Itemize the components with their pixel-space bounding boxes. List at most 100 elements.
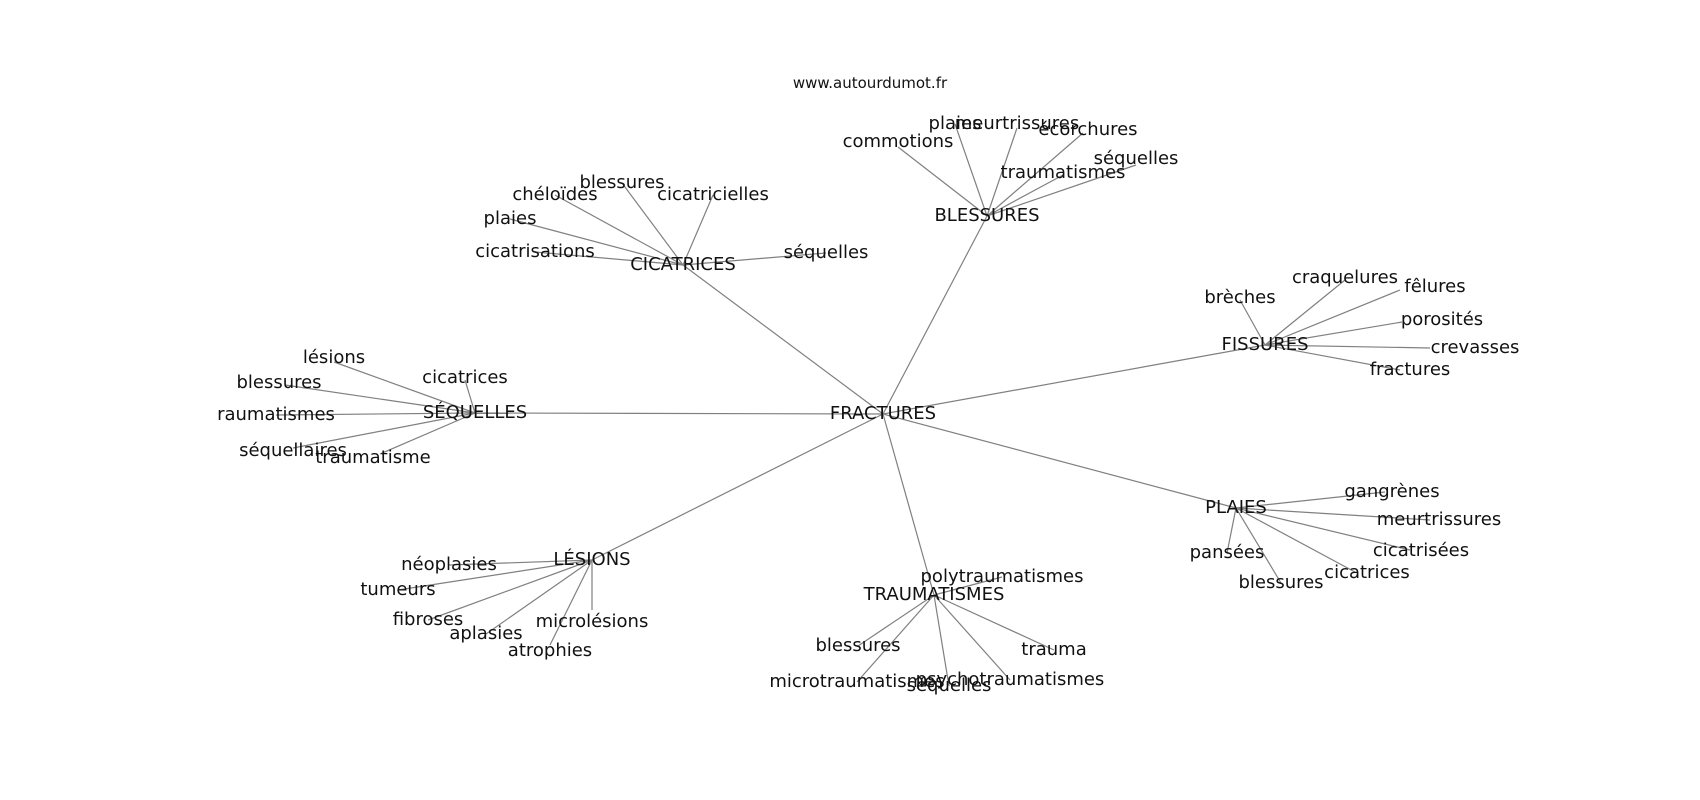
- edge-traumatismes-group-child: [857, 594, 935, 647]
- edge-center-to-blessures-group: [882, 215, 988, 415]
- edge-plaies-group-child: [1235, 507, 1356, 573]
- edge-center-to-fissures-group: [882, 344, 1266, 415]
- edge-sequelles-group-child: [284, 384, 476, 414]
- word-node: cicatrisations: [475, 241, 595, 262]
- word-node: meurtrissures: [1377, 509, 1502, 530]
- word-node: psychotraumatismes: [916, 669, 1105, 690]
- word-node: blessures: [236, 372, 321, 393]
- edge-lesions-group-child: [549, 559, 593, 646]
- word-node: fibroses: [393, 609, 464, 630]
- edge-center-to-cicatrices-group: [682, 264, 884, 415]
- edge-sequelles-group-child: [292, 412, 476, 449]
- edge-plaies-group-child: [1235, 491, 1386, 509]
- edge-cicatrices-group-child: [509, 218, 684, 266]
- edge-fissures-group-child: [1264, 289, 1401, 346]
- word-node: blessures: [1238, 572, 1323, 593]
- word-node: meurtrissures: [955, 113, 1080, 134]
- word-node: aplasies: [449, 623, 522, 644]
- edge-traumatismes-group-child: [933, 594, 1011, 681]
- word-node: commotions: [843, 131, 954, 152]
- edge-blessures-group-child: [986, 127, 1018, 217]
- word-node: séquelles: [907, 675, 992, 696]
- source-site-label: www.autourdumot.fr: [793, 74, 948, 92]
- edge-lesions-group-child: [448, 559, 593, 566]
- edge-cicatrices-group-child: [554, 194, 684, 266]
- edge-cicatrices-group-child: [682, 194, 714, 266]
- word-node: microtraumatismes: [769, 671, 944, 692]
- edge-blessures-group-child: [986, 174, 1064, 217]
- edge-fissures-group-child: [1264, 279, 1346, 346]
- word-node: traumatismes: [1001, 162, 1126, 183]
- word-node: séquelles: [784, 242, 869, 263]
- word-node: tumeurs: [360, 579, 435, 600]
- word-node: traumatisme: [315, 447, 431, 468]
- edge-sequelles-group-child: [379, 412, 476, 455]
- group-node-plaies-group: PLAIES: [1205, 497, 1267, 518]
- graph-edges: [275, 123, 1431, 687]
- edge-traumatismes-group-child: [856, 594, 935, 683]
- word-node: pansées: [1190, 542, 1265, 563]
- word-node: écorchures: [1038, 119, 1137, 140]
- edge-center-to-traumatismes-group: [882, 413, 935, 596]
- word-node: porosités: [1401, 309, 1483, 330]
- group-node-cicatrices-group: CICATRICES: [630, 254, 736, 275]
- word-node: craquelures: [1292, 267, 1398, 288]
- word-node: séquelles: [1094, 148, 1179, 169]
- edge-traumatismes-group-child: [933, 594, 950, 687]
- edge-fissures-group-child: [1264, 344, 1431, 349]
- edge-traumatismes-group-child: [933, 576, 1003, 596]
- edge-lesions-group-child: [427, 559, 593, 621]
- edge-plaies-group-child: [1235, 507, 1282, 584]
- word-node: polytraumatismes: [921, 566, 1084, 587]
- edge-lesions-group-child: [485, 559, 593, 635]
- word-node: cicatrices: [1324, 562, 1410, 583]
- word-node: plaies: [484, 208, 537, 229]
- edge-blessures-group-child: [897, 146, 988, 217]
- word-node: cicatrisées: [1373, 540, 1469, 561]
- word-node: brèches: [1204, 287, 1275, 308]
- edge-plaies-group-child: [1235, 507, 1411, 551]
- edge-center-to-plaies-group: [882, 413, 1237, 509]
- word-node: gangrènes: [1344, 481, 1439, 502]
- graph-labels: www.autourdumot.fr commotionsplaiesmeurt…: [217, 74, 1519, 696]
- word-node: cicatricielles: [657, 184, 769, 205]
- word-node: raumatismes: [217, 404, 335, 425]
- word-node: fêlures: [1404, 276, 1465, 297]
- word-node: plaies: [929, 113, 982, 134]
- edge-sequelles-group-child: [333, 361, 476, 414]
- edge-fissures-group-child: [1264, 321, 1403, 346]
- group-node-blessures-group: BLESSURES: [934, 205, 1039, 226]
- edge-center-to-lesions-group: [591, 413, 884, 561]
- group-node-sequelles-group: SÉQUELLES: [423, 401, 527, 423]
- word-node: fractures: [1370, 359, 1451, 380]
- edge-sequelles-group-child: [275, 412, 476, 416]
- edge-plaies-group-child: [1226, 507, 1237, 554]
- edge-plaies-group-child: [1235, 507, 1431, 521]
- word-node: trauma: [1021, 639, 1086, 660]
- word-node: cicatrices: [422, 367, 508, 388]
- edge-cicatrices-group-child: [682, 252, 827, 266]
- edge-blessures-group-child: [986, 164, 1137, 217]
- edge-fissures-group-child: [1239, 299, 1266, 346]
- word-node: néoplasies: [401, 554, 497, 575]
- group-node-traumatismes-group: TRAUMATISMES: [863, 584, 1005, 605]
- edge-blessures-group-child: [986, 132, 1084, 217]
- word-node: crevasses: [1431, 337, 1520, 358]
- word-node: atrophies: [508, 640, 592, 661]
- edge-center-to-sequelles-group: [474, 412, 884, 415]
- word-node: microlésions: [536, 611, 649, 632]
- word-node: lésions: [303, 347, 365, 368]
- edge-sequelles-group-child: [464, 379, 476, 414]
- edge-blessures-group-child: [954, 123, 988, 217]
- edge-fissures-group-child: [1264, 344, 1401, 371]
- center-node: FRACTURES: [830, 403, 936, 424]
- group-node-fissures-group: FISSURES: [1222, 334, 1309, 355]
- word-node: blessures: [579, 172, 664, 193]
- word-node: blessures: [815, 635, 900, 656]
- edge-cicatrices-group-child: [534, 251, 684, 266]
- word-node: chéloïdes: [512, 184, 597, 205]
- word-node: séquellaires: [239, 440, 347, 461]
- edge-lesions-group-child: [397, 559, 593, 591]
- edge-cicatrices-group-child: [621, 182, 684, 266]
